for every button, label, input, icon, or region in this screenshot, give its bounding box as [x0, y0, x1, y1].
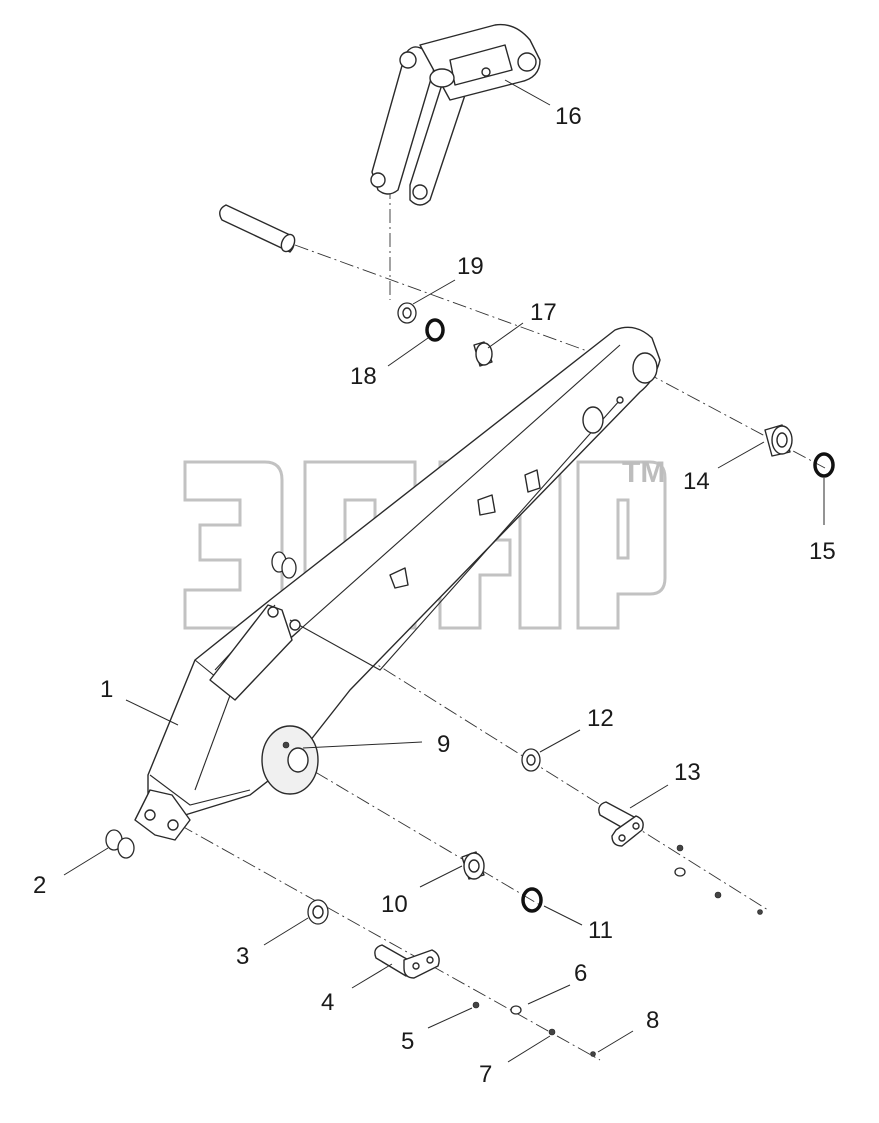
- part-13-nut: [714, 891, 722, 899]
- part-16-link: [370, 23, 541, 206]
- callout-19: 19: [457, 253, 484, 280]
- callout-15: 15: [809, 538, 836, 565]
- callout-13: 13: [674, 759, 701, 786]
- leader-lines: [63, 79, 825, 1063]
- part-4-pin: [374, 944, 440, 979]
- callout-18: 18: [350, 363, 377, 390]
- part-13-end-bolt: [757, 909, 763, 915]
- callout-17: 17: [530, 299, 557, 326]
- part-8-bolt: [590, 1051, 596, 1057]
- callout-8: 8: [646, 1007, 659, 1034]
- callouts: 1 2 3 4 5 6 7 8 9 10 11 12 13 14 15 16 1…: [33, 103, 836, 1088]
- part-12-washer-hole: [526, 754, 536, 766]
- callout-6: 6: [574, 960, 587, 987]
- top-pin: [219, 204, 296, 253]
- callout-16: 16: [555, 103, 582, 130]
- part-7-nut: [548, 1028, 556, 1036]
- part-14-bushing: [764, 424, 793, 457]
- callout-11: 11: [588, 917, 613, 944]
- part-13-pin: [598, 801, 644, 847]
- part-3-washer-hole: [312, 905, 324, 919]
- callout-12: 12: [587, 705, 614, 732]
- callout-2: 2: [33, 872, 46, 899]
- callout-10: 10: [381, 891, 408, 918]
- callout-3: 3: [236, 943, 249, 970]
- part-15-o-ring: [813, 452, 835, 478]
- callout-4: 4: [321, 989, 334, 1016]
- callout-14: 14: [683, 468, 710, 495]
- part-19-washer-hole: [402, 307, 412, 319]
- lug-shim-b: [281, 557, 297, 579]
- part-17-bushing: [473, 341, 493, 367]
- part-13-washer: [674, 867, 686, 877]
- assembly-axes: [179, 185, 826, 1061]
- callout-9: 9: [437, 731, 450, 758]
- part-18-o-ring: [425, 318, 445, 342]
- part-5-bolt: [472, 1001, 480, 1009]
- part-6-washer: [510, 1005, 522, 1015]
- callout-7: 7: [479, 1061, 492, 1088]
- watermark-trademark: TM: [622, 456, 665, 489]
- callout-1: 1: [100, 676, 113, 703]
- part-11-o-ring: [521, 887, 543, 913]
- part-13-bolt: [676, 844, 684, 852]
- callout-5: 5: [401, 1028, 414, 1055]
- part-10-bushing: [461, 851, 485, 880]
- part-1-arm: [134, 326, 661, 841]
- part-2-shim-b: [117, 837, 135, 859]
